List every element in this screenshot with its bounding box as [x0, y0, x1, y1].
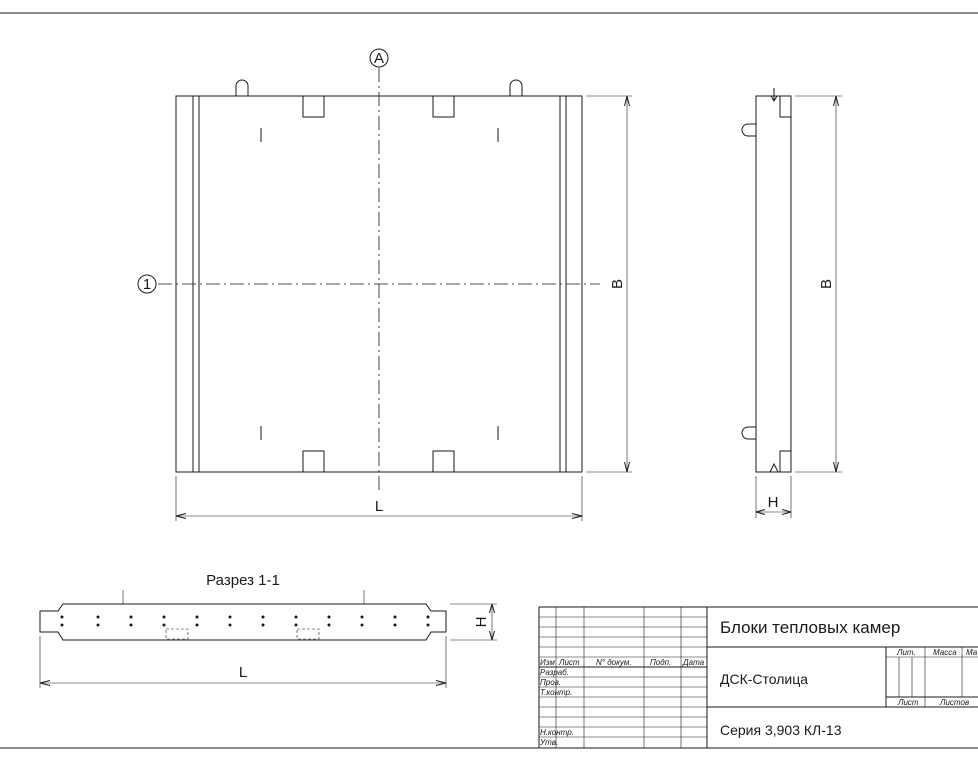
section-title: Разрез 1-1	[206, 572, 280, 589]
sheet-frame	[0, 12, 978, 749]
header-col-izm: Изм	[540, 658, 555, 667]
side-thickness-label: H	[768, 494, 779, 511]
axis-marker-a-label: A	[374, 50, 384, 67]
row-nkontr: Н.контр.	[540, 728, 574, 737]
side-view: B H	[741, 88, 842, 518]
scale-label: Ма	[966, 648, 978, 657]
axis-marker-1-label: 1	[143, 276, 151, 293]
drawing-title: Блоки тепловых камер	[720, 618, 900, 637]
section-width-label: L	[239, 664, 247, 681]
front-height-label: B	[609, 279, 626, 289]
row-utv: Утв.	[539, 738, 558, 747]
side-height-label: B	[818, 279, 835, 289]
section-view: Разрез 1-1	[39, 572, 497, 688]
header-col-doc: N° докум.	[596, 658, 632, 667]
row-tkontr: Т.контр.	[540, 688, 572, 697]
header-col-sign: Подп.	[650, 658, 671, 667]
row-prov: Пров.	[540, 678, 561, 687]
axis-marker-a	[369, 48, 389, 68]
sheets-label: Листов	[939, 698, 969, 707]
organization: ДСК-Столица	[720, 671, 808, 687]
row-razrab: Разраб.	[540, 668, 569, 677]
lit-label: Лит.	[896, 648, 916, 657]
title-block: Изм Лист N° докум. Подп. Дата Разраб. Пр…	[538, 606, 978, 749]
mass-label: Масса	[933, 648, 957, 657]
axis-marker-1	[137, 274, 157, 294]
section-thickness-label: H	[473, 617, 490, 628]
header-col-list: Лист	[558, 658, 580, 667]
front-width-label: L	[375, 498, 383, 515]
header-col-date: Дата	[682, 658, 705, 667]
series: Серия 3,903 КЛ-13	[720, 722, 842, 738]
front-view: A 1 L B	[137, 48, 632, 521]
sheet-label: Лист	[897, 698, 919, 707]
